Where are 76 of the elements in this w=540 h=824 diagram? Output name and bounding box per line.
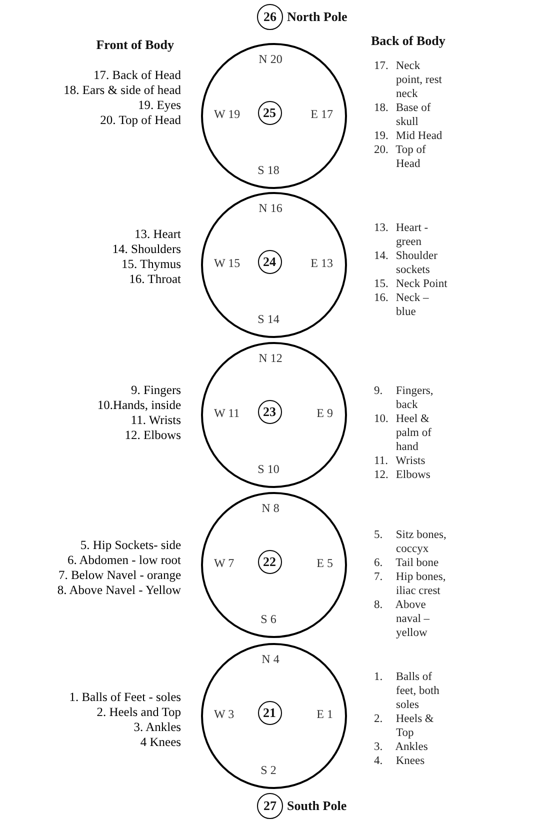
number-circle: 25	[258, 100, 282, 124]
pole-label: North Pole	[287, 9, 348, 25]
list-item: 15. Neck Point	[374, 277, 448, 291]
large-circle	[201, 492, 347, 638]
list-item: 7. Below Navel - orange	[58, 568, 181, 583]
direction-label: N 4	[262, 652, 280, 666]
list-item: 3. Ankles	[134, 720, 181, 735]
direction-label: S 18	[258, 163, 280, 177]
list-item: 4 Knees	[140, 735, 181, 750]
list-item: 9. Fingers, back	[374, 384, 434, 412]
number-circle: 24	[258, 250, 282, 274]
list-item: 19. Eyes	[138, 98, 181, 113]
direction-label: E 9	[316, 406, 333, 420]
list-item: 16. Throat	[129, 272, 181, 287]
number-circle: 27	[257, 793, 283, 819]
list-item: 6. Abdomen - low root	[67, 553, 181, 568]
list-item: 17. Neck point, rest neck	[374, 59, 443, 101]
direction-label: S 2	[260, 763, 276, 777]
list-item: 11. Wrists	[374, 454, 426, 468]
large-circle	[201, 643, 347, 789]
list-item: 5. Sitz bones, coccyx	[374, 528, 448, 556]
direction-label: W 7	[214, 556, 234, 570]
list-item: 18. Base of skull	[374, 101, 432, 129]
direction-label: W 19	[214, 106, 240, 120]
direction-label: N 16	[258, 201, 282, 215]
list-item: 12. Elbows	[124, 428, 181, 443]
pole-label: South Pole	[287, 798, 347, 814]
direction-label: E 13	[310, 256, 333, 270]
column-heading: Front of Body	[96, 37, 174, 53]
list-item: 9. Fingers	[131, 383, 181, 398]
list-item: 5. Hip Sockets- side	[80, 538, 181, 553]
direction-label: S 6	[260, 612, 276, 626]
list-item: 18. Ears & side of head	[64, 83, 181, 98]
direction-label: W 15	[214, 256, 240, 270]
direction-label: W 3	[214, 706, 234, 720]
list-item: 4. Knees	[374, 754, 426, 768]
list-item: 7. Hip bones, iliac crest	[374, 570, 447, 598]
list-item: 16. Neck – blue	[374, 291, 430, 319]
list-item: 19. Mid Head	[374, 129, 444, 143]
list-item: 1. Balls of feet, both soles	[374, 670, 440, 712]
number-circle: 23	[258, 400, 282, 424]
list-item: 13. Heart	[134, 227, 181, 242]
number-circle: 22	[258, 550, 282, 574]
list-item: 1. Balls of Feet - soles	[69, 690, 181, 705]
list-item: 11. Wrists	[130, 413, 181, 428]
list-item: 17. Back of Head	[94, 68, 181, 83]
direction-label: N 12	[258, 351, 282, 365]
direction-label: S 14	[258, 312, 280, 326]
direction-label: E 17	[310, 106, 333, 120]
list-item: 14. Shoulder sockets	[374, 249, 438, 277]
list-item: 3. Ankles	[374, 740, 429, 754]
large-circle	[201, 342, 347, 488]
list-item: 8. Above naval – yellow	[374, 598, 431, 640]
list-item: 12. Elbows	[374, 468, 432, 482]
list-item: 15. Thymus	[122, 257, 181, 272]
list-item: 2. Heels and Top	[96, 705, 181, 720]
direction-label: E 1	[316, 706, 333, 720]
list-item: 20. Top of Head	[100, 113, 181, 128]
column-heading: Back of Body	[371, 33, 446, 49]
list-item: 10. Heel & palm of hand	[374, 412, 432, 454]
direction-label: N 20	[258, 52, 282, 66]
direction-label: E 5	[316, 556, 333, 570]
list-item: 8. Above Navel - Yellow	[57, 583, 181, 598]
list-item: 13. Heart - green	[374, 221, 430, 249]
list-item: 6. Tail bone	[374, 556, 440, 570]
list-item: 2. Heels & Top	[374, 712, 435, 740]
list-item: 20. Top of Head	[374, 143, 427, 171]
list-item: 10.Hands, inside	[97, 398, 181, 413]
number-circle: 26	[257, 4, 283, 30]
direction-label: W 11	[214, 406, 240, 420]
direction-label: S 10	[258, 462, 280, 476]
number-circle: 21	[258, 700, 282, 724]
large-circle	[201, 192, 347, 338]
direction-label: N 8	[262, 501, 280, 515]
list-item: 14. Shoulders	[112, 242, 181, 257]
large-circle	[201, 43, 347, 189]
